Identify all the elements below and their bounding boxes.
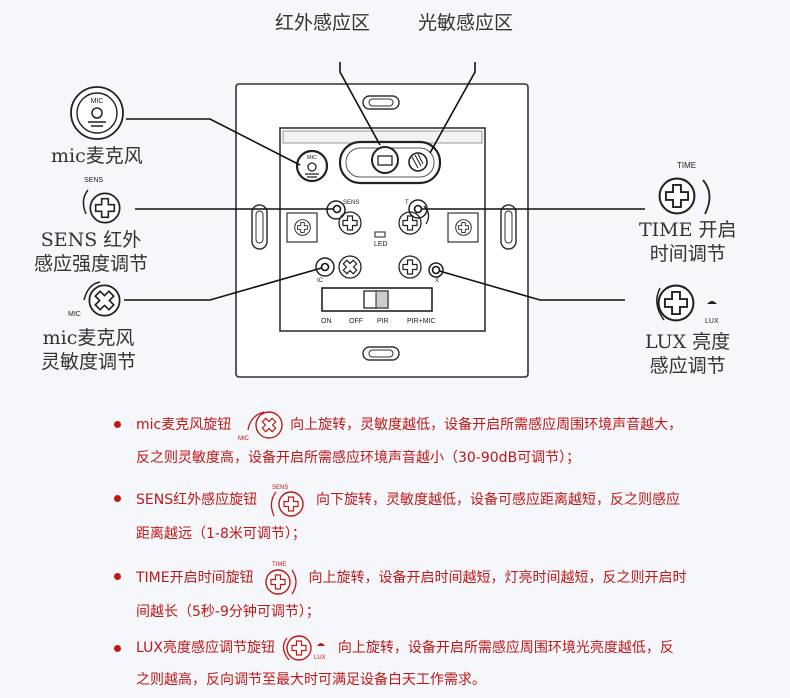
mic-knob-callout-icon: MIC [68,281,121,318]
time-label: TIME 开启 时间调节 [639,218,737,266]
svg-text:OFF: OFF [349,318,363,325]
svg-text:MIC: MIC [307,155,317,161]
bullet-dot [114,495,121,502]
module-mic [295,149,329,183]
time-label-line2: 时间调节 [649,243,726,265]
bullet-text-line2: 之则越高，反向调节至最大时可满足设备白天工作需求。 [136,672,486,688]
left-slot [251,204,268,250]
lux-label: LUX 亮度 感应调节 [645,330,730,378]
svg-text:LUX: LUX [705,318,719,325]
lux-callout-icon: LUX [656,284,719,325]
description-list: mic麦克风旋钮 MIC 向上旋转，灵敏度越低，设备开启所需感应周围环境声音越大… [114,408,764,696]
pir-zone-label: 红外感应区 [275,12,371,34]
time-knob-icon: TIME [265,562,297,595]
svg-text:MIC: MIC [91,98,104,105]
mic-knob-icon: MIC [238,411,283,442]
svg-text:T: T [405,200,409,206]
svg-text:TIME: TIME [677,161,696,170]
right-slot [500,204,517,250]
bullet-lead: LUX亮度感应调节旋钮 [136,640,275,656]
mic-sens-label-line1: mic麦克风 [42,327,135,349]
sens-knob-icon: SENS [270,485,304,517]
bullet-text-line1: 向上旋转，设备开启所需感应周围环境光亮度越低，反 [337,640,674,656]
light-sensor [408,152,428,172]
svg-text:LED: LED [374,241,388,248]
svg-text:X: X [435,278,439,284]
svg-text:PIR: PIR [377,318,389,325]
device-drawing: MIC SENS T X IC LED ON OFF PIR PIR+MIC [68,62,719,378]
lux-label-line2: 感应调节 [649,355,726,377]
time-callout-icon: TIME [658,161,711,215]
sens-label: SENS 红外 感应强度调节 [34,228,148,276]
bullet-text-line1: 向上旋转，灵敏度越低，设备开启所需感应周围环境声音越大， [290,417,683,433]
svg-text:TIME: TIME [272,562,286,568]
lux-label-line1: LUX 亮度 [645,331,731,353]
svg-text:LUX: LUX [314,655,326,661]
bullet-mic: mic麦克风旋钮 MIC 向上旋转，灵敏度越低，设备开启所需感应周围环境声音越大… [114,408,764,474]
svg-text:MIC: MIC [238,436,250,442]
svg-text:SENS: SENS [343,200,359,206]
bullet-dot [114,645,121,652]
mic-sens-label-line2: 灵敏度调节 [41,351,137,373]
bullet-lux: LUX亮度感应调节旋钮 LUX 向上旋转，设备开启所需感应周围环境光亮度越低，反… [114,632,764,696]
bullet-lead: TIME开启时间旋钮 [136,570,254,586]
bullet-lead: SENS红外感应旋钮 [136,492,258,508]
bullet-lead: mic麦克风旋钮 [136,417,232,433]
svg-text:SENS: SENS [272,485,288,491]
top-slot [362,95,400,110]
light-zone-label: 光敏感应区 [418,12,514,34]
bullet-text-line2: 间越长（5秒-9分钟可调节）； [136,604,320,620]
svg-text:MIC: MIC [68,311,81,318]
sens-callout-icon: SENS [82,177,121,224]
svg-text:SENS: SENS [84,177,103,184]
sens-label-line1: SENS 红外 [40,229,142,251]
bullet-text-line2: 距离越远（1-8米可调节）； [136,526,306,542]
mic-callout-icon: MIC [70,86,124,140]
bullet-text-line2: 反之则灵敏度高，设备开启所需感应环境声音越小（30-90dB可调节）； [136,450,581,466]
bullet-text-line1: 向下旋转，灵敏度越低，设备可感应距离越短，反之则感应 [316,492,680,508]
svg-text:IC: IC [317,278,324,284]
svg-text:ON: ON [321,318,332,325]
bullet-dot [114,421,121,428]
svg-text:PIR+MIC: PIR+MIC [407,318,436,325]
bottom-slot [362,346,400,361]
mic-sens-label: mic麦克风 灵敏度调节 [41,326,136,374]
bullet-dot [114,573,121,580]
lux-knob-icon: LUX [283,635,326,661]
bullet-text-line1: 向上旋转，设备开启时间越短，灯亮时间越短，反之则开启时 [308,570,687,586]
time-label-line1: TIME 开启 [639,219,737,241]
bullet-sens: SENS红外感应旋钮 SENS 向下旋转，灵敏度越低，设备可感应距离越短，反之则… [114,482,764,550]
led [374,231,386,238]
sens-label-line2: 感应强度调节 [34,253,149,275]
bullet-time: TIME开启时间旋钮 TIME 向上旋转，设备开启时间越短，灯亮时间越短，反之则… [114,560,764,628]
mic-label: mic麦克风 [51,145,143,167]
